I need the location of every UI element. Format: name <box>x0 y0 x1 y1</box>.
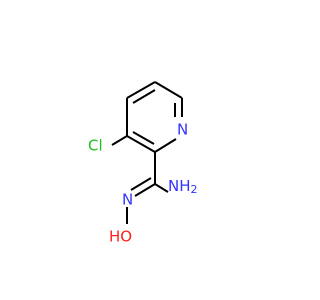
atom-label-hydroxyl: HO <box>109 228 132 246</box>
bond-ring-c2-c3-inner <box>132 131 155 145</box>
amine-subscript: 2 <box>191 183 198 196</box>
atom-label-chlorine: Cl <box>88 137 103 155</box>
bond-ring-n-c2 <box>154 138 177 153</box>
amine-main-text: NH <box>168 177 191 195</box>
atom-label-ring-nitrogen: N <box>177 121 188 139</box>
bond-amidine-nh2 <box>154 183 169 193</box>
bond-c3-cl <box>111 135 128 146</box>
bond-ring-c4-c5-inner <box>132 89 156 104</box>
bond-amidine-n-oxime-inner <box>130 177 152 191</box>
bond-ring-c5-c6 <box>154 81 183 99</box>
bond-ring-c4-c5 <box>126 81 156 99</box>
bond-amidine-n-oxime <box>134 183 156 197</box>
atom-label-amine: NH2 <box>168 177 198 197</box>
atom-label-oxime-nitrogen: N <box>122 191 133 209</box>
molecule-canvas: N Cl N HO NH2 <box>88 81 198 246</box>
bond-ring-c2-c3 <box>126 135 156 153</box>
structure-diagram: N Cl N HO NH2 <box>88 81 198 246</box>
